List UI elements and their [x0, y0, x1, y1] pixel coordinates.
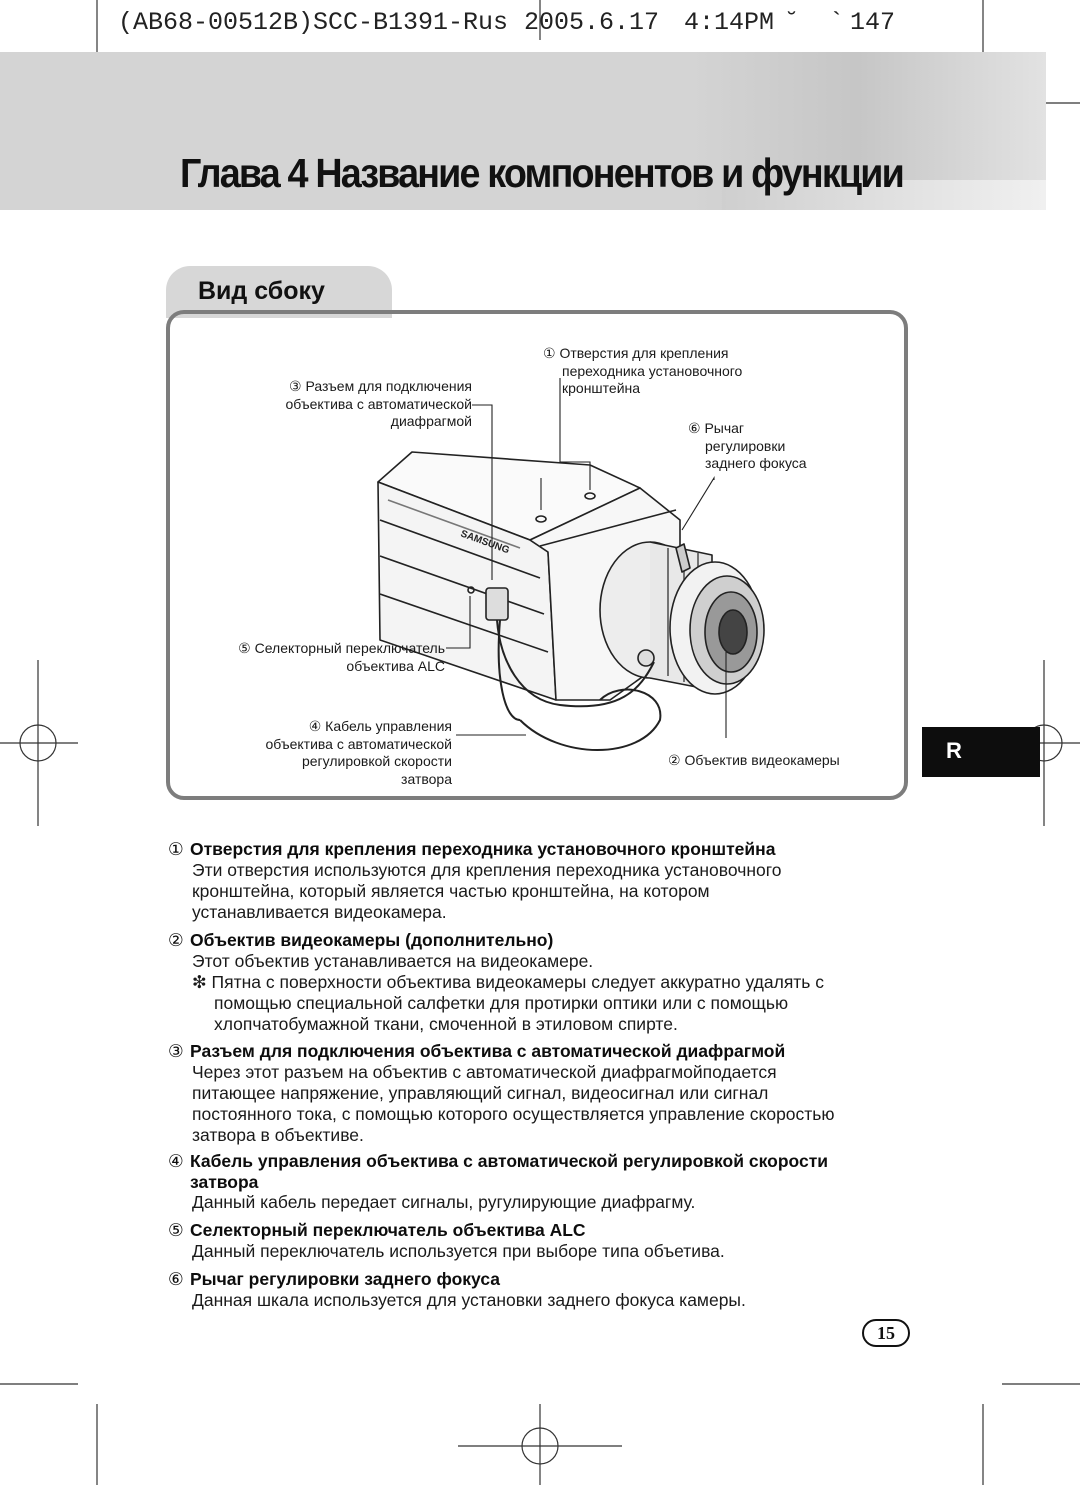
item-4-body: Данный кабель передает сигналы, ругулиру…: [192, 1192, 696, 1212]
item-1-body: Эти отверстия используются для крепления…: [192, 860, 782, 922]
print-header: (AB68-00512B)SCC-B1391-Rus 2005.6.17 4:1…: [118, 8, 908, 40]
callout-2: ② Объектив видеокамеры: [668, 752, 840, 768]
callout-3: ③ Разъем для подключения объектива с авт…: [285, 378, 473, 429]
chapter-title: Глава 4 Название компонентов и функции: [180, 150, 905, 196]
figure-frame: [166, 310, 908, 800]
print-time: 4:14PM: [684, 8, 775, 37]
item-5-body: Данный переключатель используется при вы…: [192, 1241, 725, 1261]
print-date: 2005.6.17: [524, 8, 660, 37]
item-6-body: Данная шкала используется для установки …: [192, 1290, 746, 1310]
callout-1: ① Отверстия для крепления переходника ус…: [543, 345, 743, 396]
page-number: 15: [862, 1319, 910, 1347]
section-tab: [166, 266, 392, 318]
chapter-band: [0, 52, 1046, 210]
language-marker: R: [922, 727, 1040, 777]
callout-5: ⑤ Селекторный переключатель объектива AL…: [238, 640, 445, 674]
print-page: 147: [850, 8, 896, 37]
callout-6: ⑥ Рычаг регулировки заднего фокуса: [688, 420, 807, 471]
callout-4: ④ Кабель управления объектива с автомати…: [265, 718, 453, 787]
print-marks: ˘ `: [784, 8, 845, 37]
section-title: Вид сбоку: [198, 277, 325, 305]
item-4-title-cont: затвора: [190, 1172, 259, 1192]
print-code: (AB68-00512B)SCC-B1391-Rus: [118, 8, 509, 37]
item-2-body: Этот объектив устанавливается на видеока…: [192, 951, 825, 1034]
item-3-body: Через этот разъем на объектив с автомати…: [192, 1062, 835, 1145]
